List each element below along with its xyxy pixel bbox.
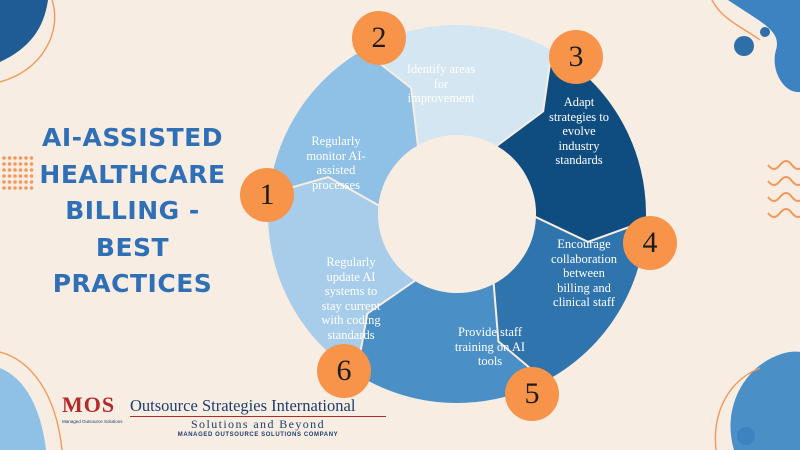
decor-dot <box>13 162 17 166</box>
decor-dot <box>24 168 28 172</box>
step-1-text: Regularly monitor AI- assisted processes <box>306 134 366 192</box>
decor-dot <box>18 162 23 166</box>
decor-bottom-left <box>0 351 63 450</box>
decor-dot <box>7 180 12 184</box>
decor-top-left <box>0 0 56 83</box>
decor-dot <box>13 180 17 184</box>
title-line: BILLING - <box>65 196 200 225</box>
logo-mark: MOS <box>62 392 126 430</box>
company-tagline: Solutions and Beyond <box>190 417 325 431</box>
decor-dot <box>18 174 23 178</box>
decor-dot <box>7 186 12 190</box>
logo-mark-text: MOS <box>62 392 116 417</box>
company-logo: MOS Managed Outsource Solutions Outsourc… <box>62 392 386 442</box>
decor-dot <box>24 162 28 166</box>
step-1-badge: 1 <box>240 168 294 222</box>
decor-dot <box>13 156 17 160</box>
decor-dot <box>13 168 17 172</box>
step-4-badge: 4 <box>623 216 677 270</box>
decor-dot <box>29 186 34 190</box>
decor-top-right <box>711 0 800 93</box>
decor-bottom-right <box>714 351 800 450</box>
decor-dot <box>2 156 6 160</box>
cycle-ring <box>266 23 648 405</box>
decor-dot <box>29 180 34 184</box>
step-2-badge: 2 <box>352 11 406 65</box>
decor-dot <box>7 162 12 166</box>
decor-dot <box>2 180 6 184</box>
step-2-text: Identify areas for improvement <box>406 62 476 105</box>
step-5-badge: 5 <box>505 367 559 421</box>
decor-dot <box>29 156 34 160</box>
decor-dot <box>7 174 12 178</box>
decor-dot <box>24 186 28 190</box>
decor-dots-left <box>2 156 34 190</box>
title-line: AI-ASSISTED <box>42 123 223 152</box>
decor-dot <box>13 174 17 178</box>
logo-divider <box>130 416 386 417</box>
decor-dot <box>29 168 34 172</box>
company-name: Outsource Strategies International <box>130 396 356 415</box>
step-6-badge: 6 <box>317 344 371 398</box>
decor-dot <box>24 156 28 160</box>
title-line: HEALTHCARE <box>39 159 226 189</box>
step-5-text: Provide staff training on AI tools <box>454 325 526 368</box>
page-title: AI-ASSISTED HEALTHCARE BILLING - BEST PR… <box>30 120 235 303</box>
step-3-badge: 3 <box>549 30 603 84</box>
decor-squiggle-right <box>767 160 800 218</box>
decor-dot <box>7 156 12 160</box>
company-subtitle: MANAGED OUTSOURCE SOLUTIONS COMPANY <box>177 432 339 438</box>
decor-dot <box>18 156 23 160</box>
title-line: PRACTICES <box>52 269 213 298</box>
step-4-text: Encourage collaboration between billing … <box>551 237 617 309</box>
decor-dot <box>7 168 12 172</box>
logo-small-text: Managed Outsource Solutions <box>62 419 123 424</box>
decor-dot <box>2 186 6 190</box>
decor-dot <box>2 162 6 166</box>
decor-dot <box>29 162 34 166</box>
decor-dot <box>18 186 23 190</box>
decor-dot <box>24 174 28 178</box>
decor-dot <box>29 174 34 178</box>
decor-dot <box>13 186 17 190</box>
step-6-text: Regularly update AI systems to stay curr… <box>321 255 381 342</box>
decor-dot <box>2 168 6 172</box>
step-3-text: Adapt strategies to evolve industry stan… <box>548 95 610 167</box>
decor-dot <box>24 180 28 184</box>
decor-dot <box>18 180 23 184</box>
decor-dot <box>2 174 6 178</box>
title-line: BEST <box>95 232 170 262</box>
decor-dot <box>18 168 23 172</box>
cycle-center <box>380 137 534 291</box>
